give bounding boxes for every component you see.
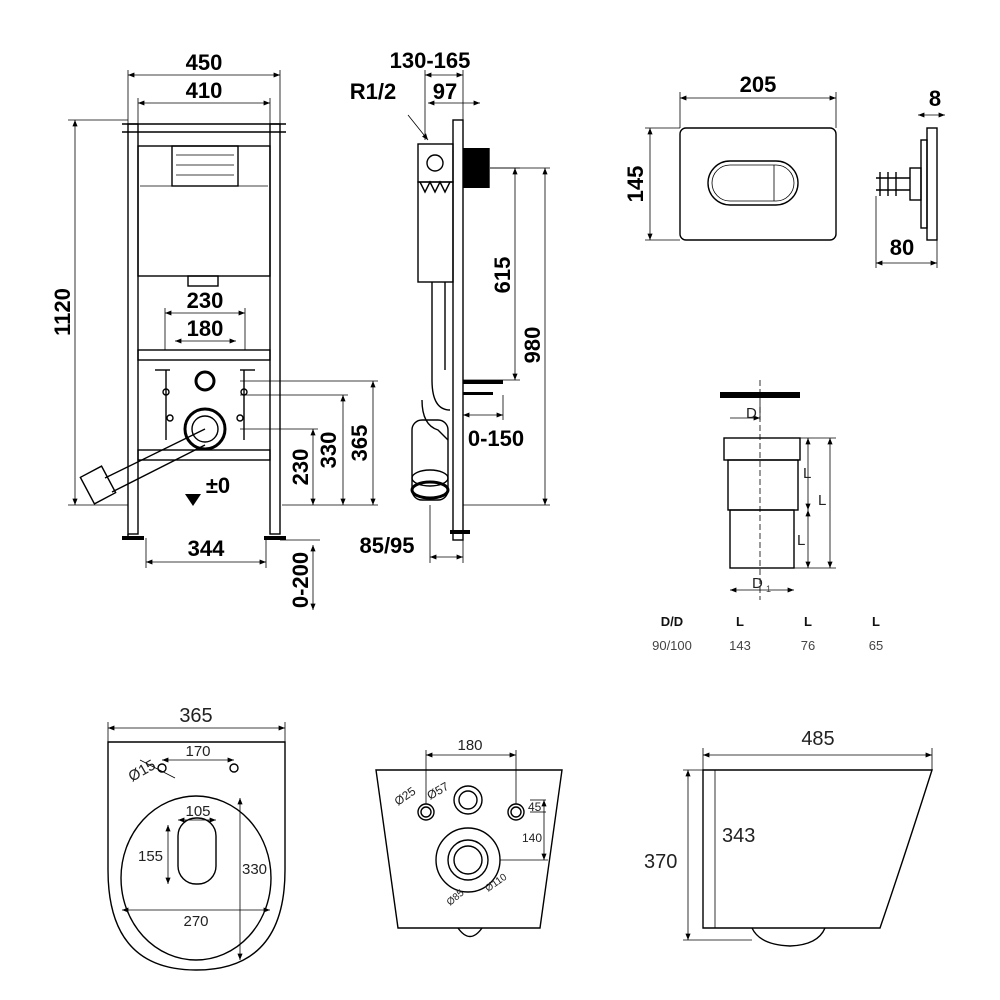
dim-bolt-spacing-180: 180 <box>187 316 224 341</box>
bowl-back-view: 180 Ø25 Ø57 45 140 Ø85 Ø110 <box>375 737 563 938</box>
water-inlet <box>194 370 216 392</box>
frame-left-post <box>127 123 139 535</box>
cistern-side <box>417 181 454 283</box>
frame-front-view: 450 410 1120 230 180 ±0 344 230 330 365 <box>50 50 378 610</box>
table-value-l1: 76 <box>801 638 815 653</box>
svg-text:1: 1 <box>766 584 771 594</box>
dim-seat-width: 105 <box>185 803 210 820</box>
frame-side-view: 130-165 97 R1/2 615 980 0-150 85/95 <box>350 48 550 563</box>
dim-pipe-height-330: 330 <box>316 432 341 469</box>
flush-button-recess <box>463 148 489 188</box>
flush-plate <box>679 127 837 241</box>
bowl-rim <box>120 795 272 961</box>
table-header-l2: L <box>872 614 880 629</box>
dim-bowl-inner-height: 343 <box>722 825 755 847</box>
pipe-body-lower <box>729 509 795 569</box>
dim-bowl-side-length: 485 <box>801 728 834 750</box>
bowl-opening <box>177 817 217 885</box>
label-d1: D <box>752 575 763 592</box>
pipe-body-upper <box>727 459 799 511</box>
dim-offset-140: 140 <box>522 831 542 845</box>
dim-button-thickness: 8 <box>929 86 941 111</box>
dim-bowl-width: 365 <box>179 705 212 727</box>
table-header-d: D/D <box>661 614 683 629</box>
table-header-l1: L <box>804 614 812 629</box>
dim-bowl-inner-width: 270 <box>183 913 208 930</box>
dim-foot-depth: 85/95 <box>359 533 414 558</box>
cistern <box>137 145 271 277</box>
dim-hole-small: Ø25 <box>392 784 419 809</box>
bowl-back-outline <box>375 769 563 929</box>
dim-thread-r12: R1/2 <box>350 79 396 104</box>
table-value-l2: 65 <box>869 638 883 653</box>
dim-height-980: 980 <box>520 327 545 364</box>
dim-back-spacing: 180 <box>457 737 482 754</box>
bowl-top-outline <box>107 741 286 971</box>
floor-level-label: ±0 <box>206 473 230 498</box>
pipe-connector-view: D D 1 L L L D/D L L L 90/100 143 76 65 <box>652 380 883 653</box>
flush-button-view: 205 145 8 80 <box>623 72 945 268</box>
table-value-l: 143 <box>729 638 751 653</box>
dim-seat-length: 155 <box>138 848 163 865</box>
frame-side-post <box>452 119 464 541</box>
floor-level-marker <box>185 494 201 506</box>
dim-depth-130-165: 130-165 <box>390 48 471 73</box>
dim-height-615: 615 <box>490 257 515 294</box>
dim-bowl-bolt-spacing: 170 <box>185 743 210 760</box>
dim-bowl-side-height: 370 <box>644 851 677 873</box>
dim-offset-45: 45 <box>528 800 542 814</box>
dim-button-width: 205 <box>740 72 777 97</box>
dim-pipe-height-365: 365 <box>347 425 372 462</box>
dim-wall-adjust: 0-150 <box>468 426 524 451</box>
dim-bolt-spacing-230: 230 <box>187 288 224 313</box>
dim-height-total: 1120 <box>50 288 75 336</box>
label-l: L <box>818 492 826 509</box>
dim-width-inner: 410 <box>186 78 223 103</box>
label-d: D <box>746 405 757 422</box>
dim-button-depth: 80 <box>890 235 914 260</box>
dim-feet-spacing: 344 <box>188 536 225 561</box>
flush-valve-box <box>171 145 239 187</box>
dim-hole-mid: Ø57 <box>425 779 452 803</box>
bowl-top-view: 365 170 Ø15 105 155 330 270 <box>107 705 286 971</box>
dim-width-outer: 450 <box>186 50 223 75</box>
frame-right-post <box>269 123 281 535</box>
dim-button-height: 145 <box>623 166 648 203</box>
flush-button-oval <box>707 160 799 206</box>
table-value-d: 90/100 <box>652 638 692 653</box>
label-l2: L <box>797 532 805 549</box>
bowl-side-view: 485 370 343 <box>644 728 933 947</box>
drain-outlet <box>183 407 227 451</box>
drain-bend <box>411 419 449 501</box>
flush-plate-side <box>926 127 938 241</box>
drain-elbow <box>79 465 117 505</box>
dim-bowl-length: 330 <box>242 861 267 878</box>
dim-pipe-height-230: 230 <box>288 449 313 486</box>
dim-depth-97: 97 <box>433 79 457 104</box>
dim-outlet-outer: Ø85 <box>445 887 467 908</box>
dim-feet-adjust: 0-200 <box>288 552 313 608</box>
label-l1: L <box>803 465 811 482</box>
bowl-side-outline <box>702 769 933 929</box>
table-header-l: L <box>736 614 744 629</box>
